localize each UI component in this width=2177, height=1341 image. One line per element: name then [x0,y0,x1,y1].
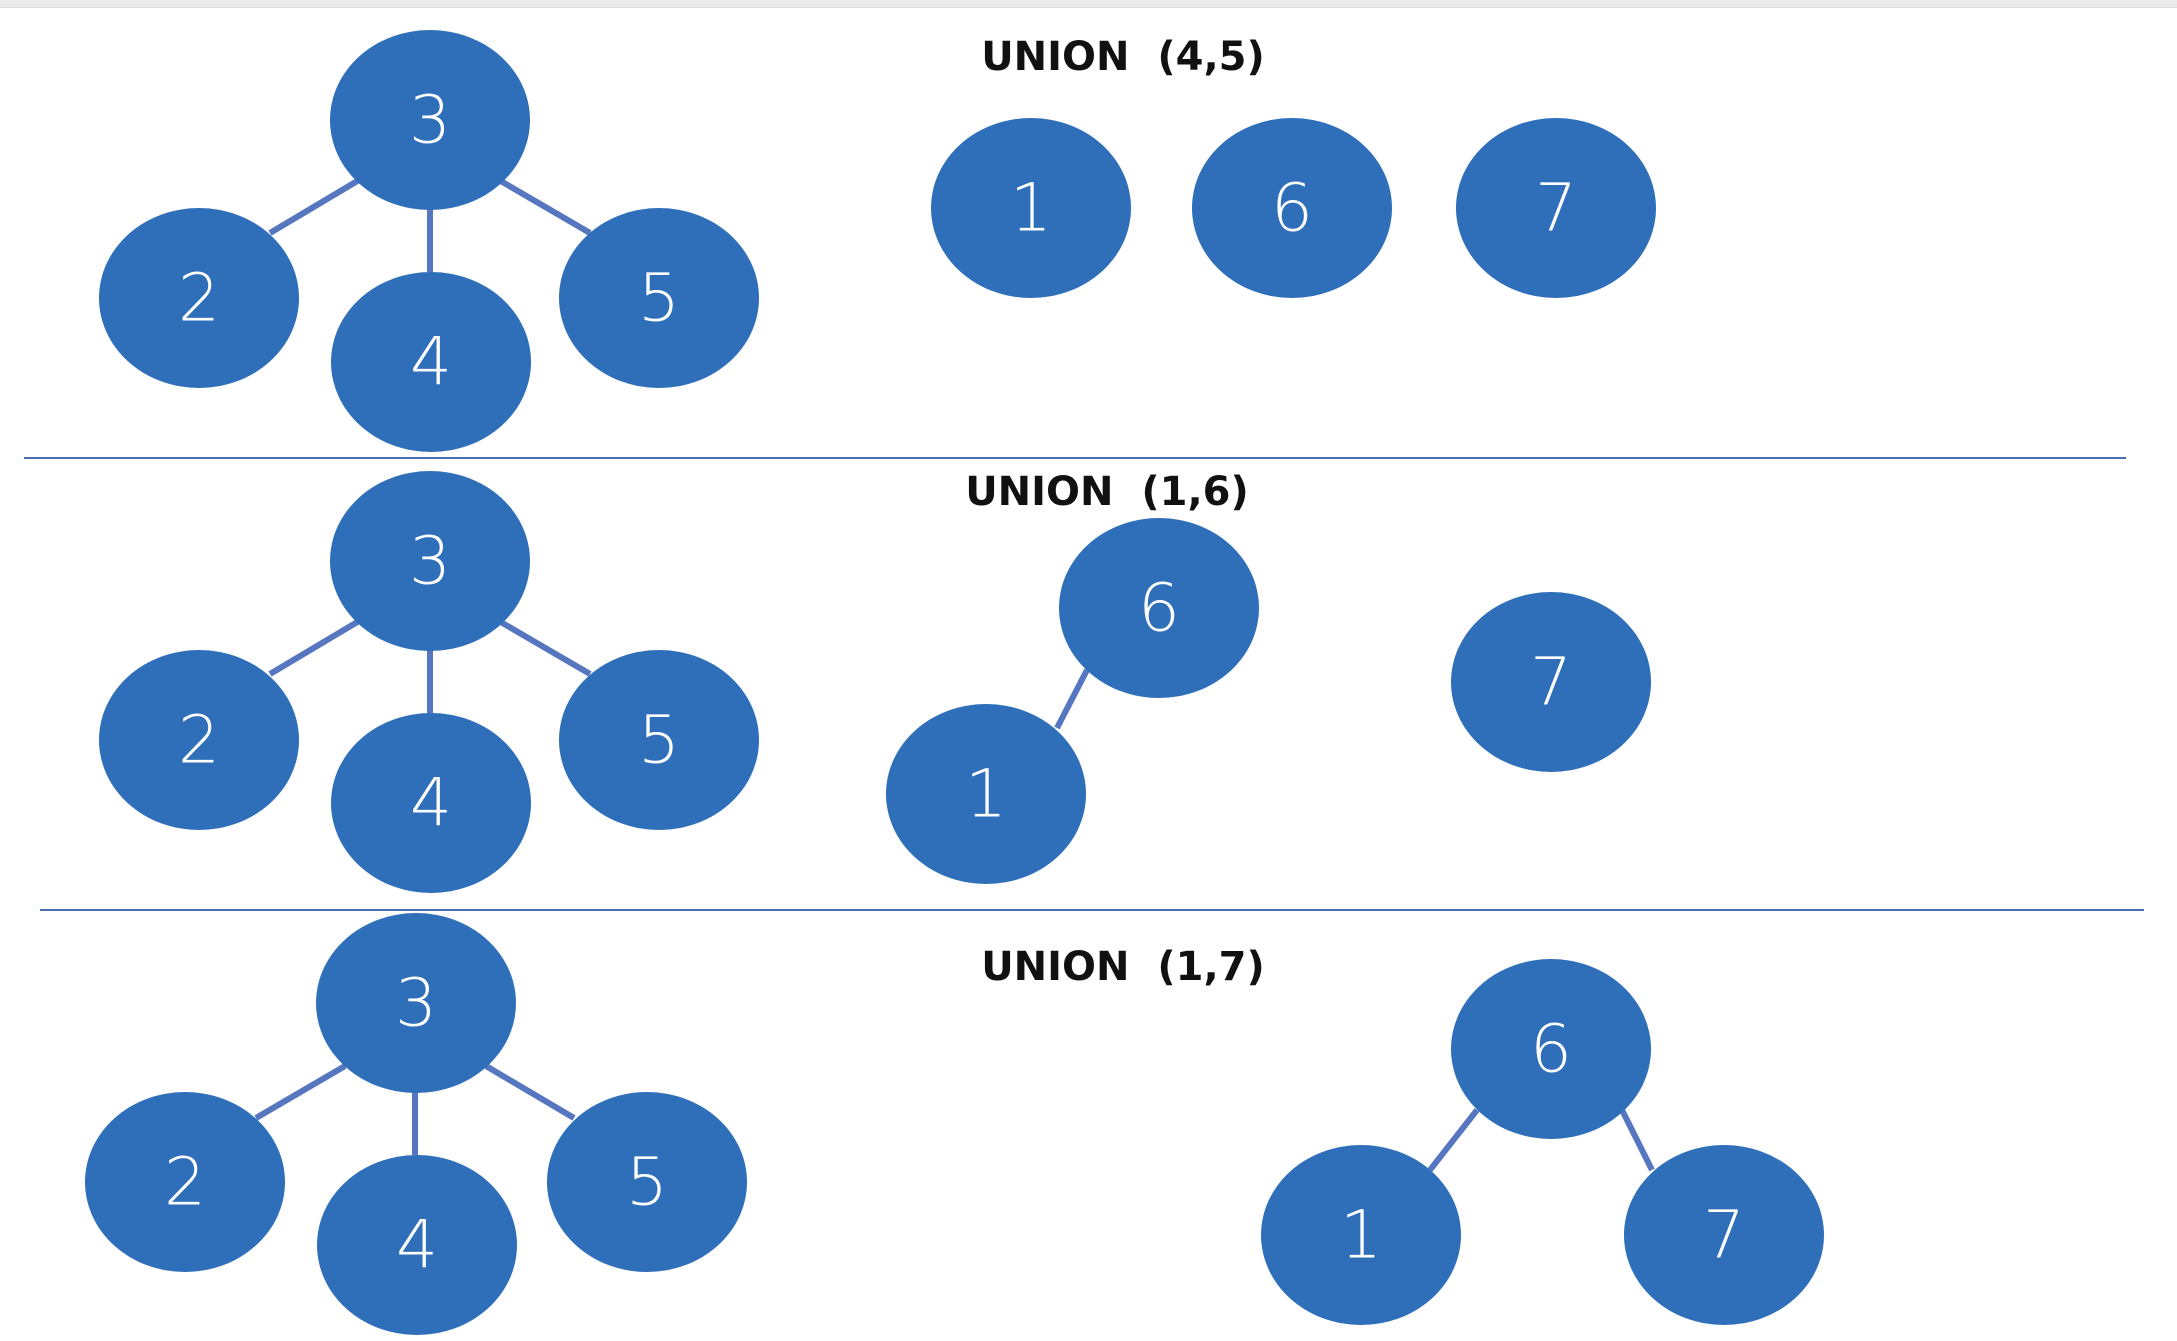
panel-2: UNION (1,6) 3 2 4 5 6 1 [99,469,1651,893]
node-6: 6 [1192,118,1392,298]
panel-title: UNION (4,5) [981,34,1265,80]
svg-text:7: 7 [1535,170,1577,247]
edge-3-2 [268,618,361,677]
node-3: 3 [330,30,530,210]
svg-text:5: 5 [638,260,680,337]
svg-text:6: 6 [1530,1011,1572,1088]
svg-text:1: 1 [1340,1197,1382,1274]
node-1: 1 [886,704,1086,884]
svg-text:4: 4 [410,765,452,842]
node-7: 7 [1456,118,1656,298]
svg-text:5: 5 [626,1144,668,1221]
panel-title: UNION (1,6) [965,469,1249,515]
svg-text:2: 2 [178,702,220,779]
panel-title: UNION (1,7) [981,944,1265,990]
node-1: 1 [1261,1145,1461,1325]
edge-6-7 [1619,1108,1655,1172]
svg-text:5: 5 [638,702,680,779]
node-3: 3 [330,471,530,651]
node-3: 3 [316,913,516,1093]
panel-1: UNION (4,5) 3 2 4 5 1 6 7 [99,30,1656,452]
svg-text:2: 2 [164,1144,206,1221]
edge-3-2 [268,177,361,236]
edge-3-5 [497,177,592,236]
svg-text:4: 4 [396,1207,438,1284]
node-6: 6 [1451,959,1651,1139]
node-5: 5 [559,208,759,388]
svg-text:3: 3 [409,82,451,159]
node-4: 4 [331,713,531,893]
node-7: 7 [1624,1145,1824,1325]
edge-3-2 [254,1063,347,1121]
edge-6-1 [1054,668,1090,730]
node-1: 1 [931,118,1131,298]
window-top-strip [0,0,2177,8]
svg-text:6: 6 [1271,170,1313,247]
node-5: 5 [547,1092,747,1272]
svg-text:1: 1 [965,756,1007,833]
node-6: 6 [1059,518,1259,698]
panel-3: UNION (1,7) 3 2 4 5 6 1 [85,913,1824,1335]
edge-3-5 [484,1063,576,1121]
node-7: 7 [1451,592,1651,772]
node-5: 5 [559,650,759,830]
svg-text:7: 7 [1530,644,1572,721]
svg-text:3: 3 [409,523,451,600]
svg-text:7: 7 [1703,1197,1745,1274]
svg-text:4: 4 [410,324,452,401]
node-2: 2 [85,1092,285,1272]
edge-6-1 [1427,1108,1480,1172]
node-2: 2 [99,208,299,388]
svg-text:2: 2 [178,260,220,337]
svg-text:6: 6 [1138,570,1180,647]
edge-3-5 [497,618,592,677]
node-4: 4 [317,1155,517,1335]
node-4: 4 [331,272,531,452]
svg-text:1: 1 [1010,170,1052,247]
svg-text:3: 3 [395,965,437,1042]
node-2: 2 [99,650,299,830]
